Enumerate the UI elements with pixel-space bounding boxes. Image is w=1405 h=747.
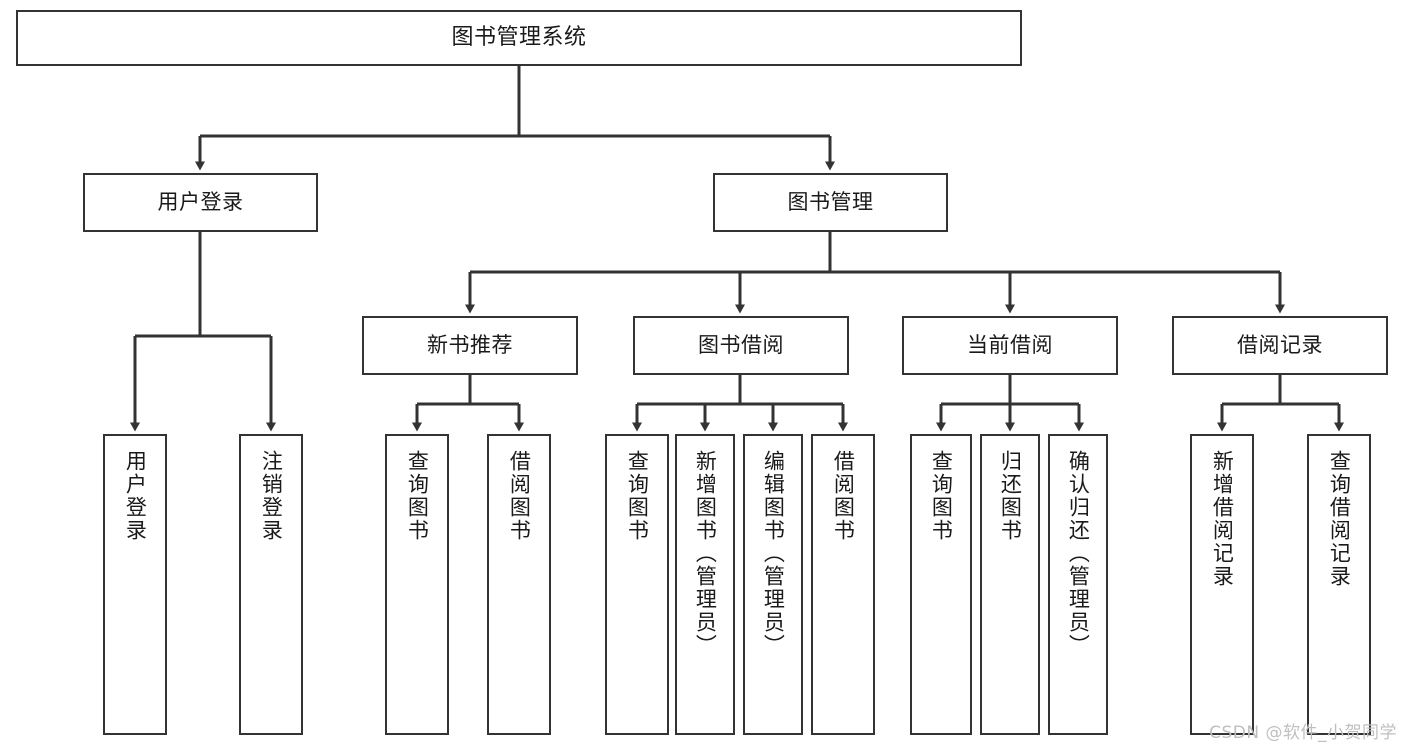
node-new-book-recommend[interactable]: 新书推荐 [362, 316, 578, 375]
node-label: 借阅记录 [1237, 332, 1323, 357]
node-label: 查询图书 [929, 450, 954, 542]
node-label: 借阅图书 [831, 450, 856, 542]
node-current-borrow[interactable]: 当前借阅 [902, 316, 1118, 375]
leaf-borrow-book[interactable]: 借阅图书 [811, 434, 875, 735]
node-label: 查询图书 [405, 450, 430, 542]
node-book-management[interactable]: 图书管理 [713, 173, 948, 232]
node-borrow-record[interactable]: 借阅记录 [1172, 316, 1388, 375]
leaf-return-book[interactable]: 归还图书 [980, 434, 1040, 735]
node-label: 用户登录 [123, 450, 148, 542]
node-label: 当前借阅 [967, 332, 1053, 357]
node-label: 确认归还（管理员） [1066, 450, 1091, 657]
leaf-borrow-book-recommend[interactable]: 借阅图书 [487, 434, 551, 735]
node-label: 归还图书 [998, 450, 1023, 542]
leaf-query-book-recommend[interactable]: 查询图书 [385, 434, 449, 735]
node-label: 用户登录 [157, 189, 244, 214]
leaf-confirm-return-admin[interactable]: 确认归还（管理员） [1048, 434, 1108, 735]
node-label: 编辑图书（管理员） [761, 450, 786, 657]
leaf-query-borrow-record[interactable]: 查询借阅记录 [1307, 434, 1371, 735]
leaf-query-book-current[interactable]: 查询图书 [910, 434, 972, 735]
node-label: 注销登录 [259, 450, 284, 542]
node-book-borrow[interactable]: 图书借阅 [633, 316, 849, 375]
node-label: 查询图书 [625, 450, 650, 542]
node-label: 图书借阅 [698, 332, 784, 357]
node-label: 查询借阅记录 [1327, 450, 1352, 588]
leaf-edit-book-admin[interactable]: 编辑图书（管理员） [743, 434, 803, 735]
node-root-book-management-system[interactable]: 图书管理系统 [16, 10, 1022, 66]
leaf-logout-login[interactable]: 注销登录 [239, 434, 303, 735]
node-label: 图书管理系统 [451, 24, 587, 50]
csdn-watermark: CSDN @软件_小贺同学 [1209, 723, 1397, 743]
leaf-user-login[interactable]: 用户登录 [103, 434, 167, 735]
node-label: 新书推荐 [427, 332, 513, 357]
node-label: 图书管理 [787, 189, 874, 214]
node-label: 新增借阅记录 [1210, 450, 1235, 588]
node-user-login[interactable]: 用户登录 [83, 173, 318, 232]
node-label: 新增图书（管理员） [693, 450, 718, 657]
leaf-add-borrow-record[interactable]: 新增借阅记录 [1190, 434, 1254, 735]
node-label: 借阅图书 [507, 450, 532, 542]
leaf-query-book-borrow[interactable]: 查询图书 [605, 434, 669, 735]
leaf-add-book-admin[interactable]: 新增图书（管理员） [675, 434, 735, 735]
